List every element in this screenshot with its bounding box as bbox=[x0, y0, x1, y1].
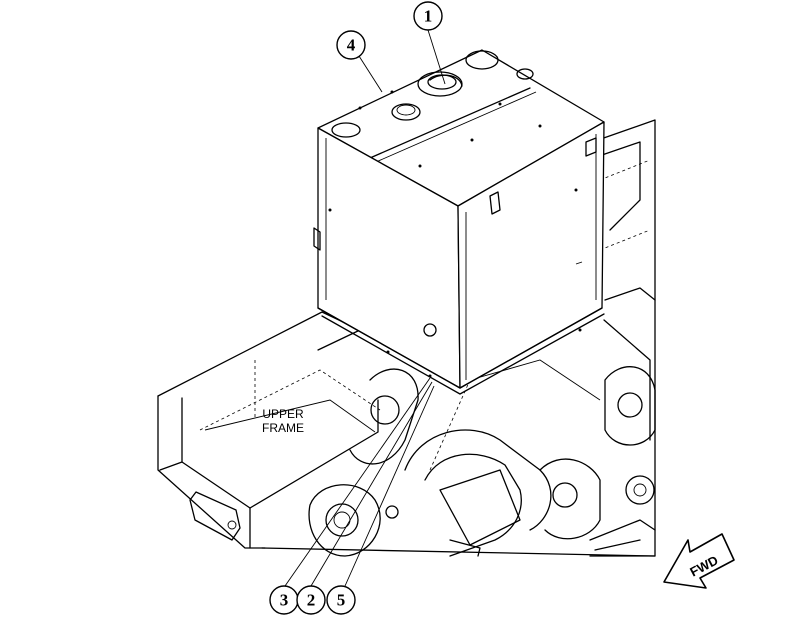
fwd-arrow-icon: FWD bbox=[663, 533, 735, 589]
tank bbox=[313, 49, 605, 395]
callout-1: 1 bbox=[413, 1, 443, 31]
callout-2: 2 bbox=[296, 585, 326, 615]
callout-4-label: 4 bbox=[347, 36, 356, 55]
callout-5: 5 bbox=[326, 585, 356, 615]
callout-3: 3 bbox=[269, 585, 299, 615]
callout-4: 4 bbox=[336, 30, 366, 60]
frame-label-line1: UPPER bbox=[262, 407, 304, 421]
upper-frame-label: UPPER FRAME bbox=[262, 407, 304, 435]
callout-1-label: 1 bbox=[424, 7, 433, 26]
callout-3-label: 3 bbox=[280, 591, 289, 610]
upper-frame bbox=[157, 119, 656, 557]
leader-lines bbox=[284, 29, 446, 587]
callout-2-label: 2 bbox=[307, 591, 316, 610]
callout-5-label: 5 bbox=[337, 591, 346, 610]
frame-label-line2: FRAME bbox=[262, 421, 304, 435]
